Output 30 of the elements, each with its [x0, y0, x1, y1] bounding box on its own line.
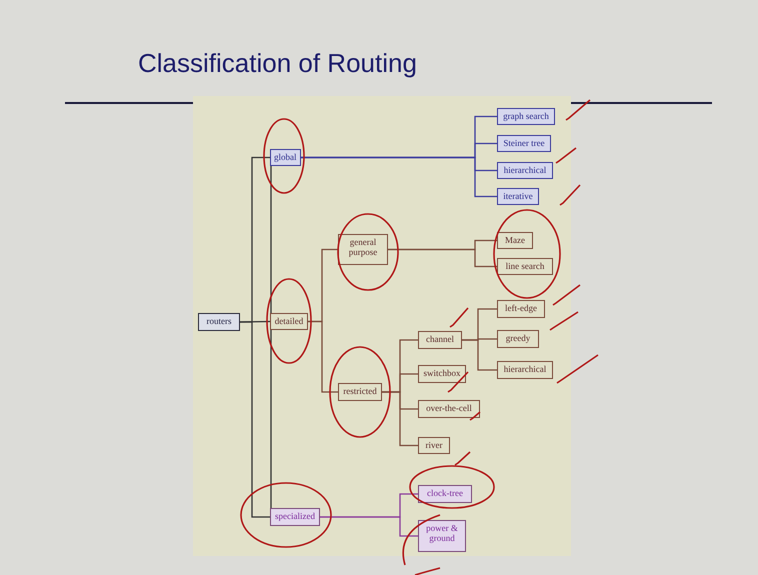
connector-line — [462, 339, 497, 371]
connector-line — [320, 516, 418, 537]
category-box: left-edge — [497, 300, 545, 318]
category-box: power & ground — [418, 520, 466, 552]
category-box: specialized — [270, 508, 320, 526]
category-box: general purpose — [338, 234, 388, 265]
connector-line — [240, 321, 270, 518]
category-box: Steiner tree — [497, 135, 551, 152]
category-box: channel — [418, 331, 462, 349]
connector-line — [300, 156, 497, 198]
category-box: Maze — [497, 232, 533, 249]
connector-line — [388, 248, 497, 268]
category-box: hierarchical — [497, 162, 553, 179]
category-box: graph search — [497, 108, 555, 125]
category-box: greedy — [497, 330, 539, 348]
category-box: restricted — [338, 383, 382, 401]
category-box: switchbox — [418, 365, 466, 383]
category-box: river — [418, 437, 450, 454]
slide-title: Classification of Routing — [138, 48, 417, 79]
category-box: hierarchical — [497, 361, 553, 379]
category-box: line search — [497, 258, 553, 275]
category-box: over-the-cell — [418, 400, 480, 418]
connector-line — [270, 166, 272, 508]
connector-line — [308, 320, 338, 393]
category-box: detailed — [270, 313, 308, 330]
connector-line — [382, 391, 418, 446]
category-box: iterative — [497, 188, 539, 205]
category-box: clock-tree — [418, 485, 472, 503]
category-box: global — [270, 149, 300, 166]
category-box: routers — [198, 313, 240, 331]
